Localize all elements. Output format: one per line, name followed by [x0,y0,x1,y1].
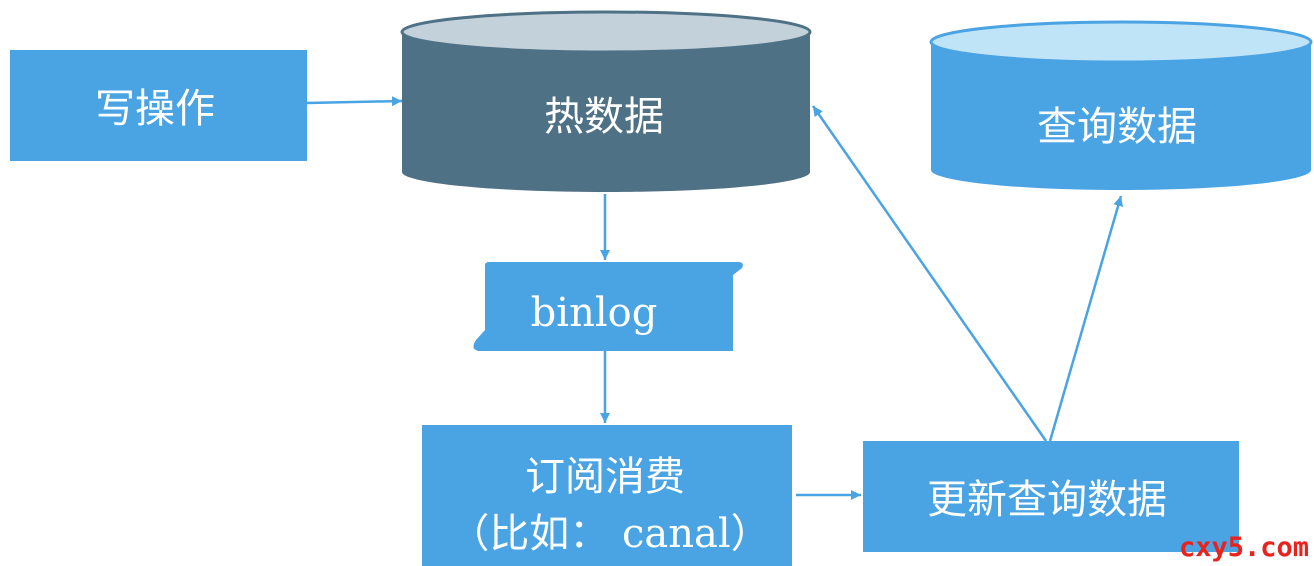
binlog-label: binlog [531,290,658,336]
query-data-label: 查询数据 [1037,104,1197,150]
binlog-node: binlog [473,262,743,351]
write-operation-label: 写操作 [95,86,215,132]
write-operation-node: 写操作 [10,50,307,161]
update-query-data-node: 更新查询数据 [863,441,1239,552]
hot-data-label: 热数据 [544,94,664,140]
update-query-data-label: 更新查询数据 [927,477,1167,523]
hot-data-database: 热数据 [400,10,812,192]
subscribe-consume-example: （比如： canal） [449,511,770,557]
arrow-write-to-hot [306,96,403,107]
arrow-update-to-hot [811,105,1048,442]
subscribe-consume-label: 订阅消费 [525,454,685,500]
query-data-database: 查询数据 [929,20,1313,190]
arrow-update-to-query [1048,195,1124,442]
subscribe-consume-node: 订阅消费 （比如： canal） [422,425,792,566]
watermark-text: cxy5.com [1179,532,1309,563]
